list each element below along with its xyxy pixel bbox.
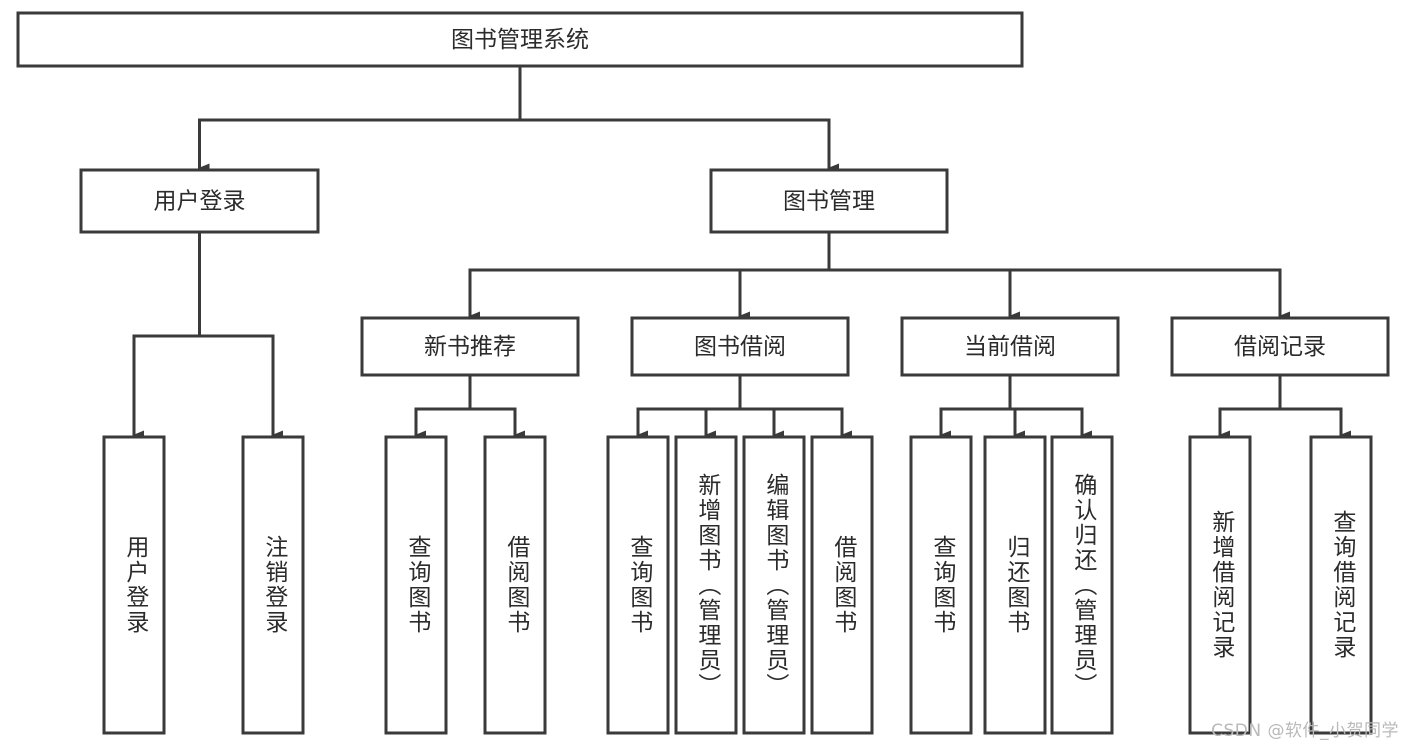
leaf-node-box-1[interactable] (241, 435, 305, 735)
level3-node-box-3[interactable] (1170, 316, 1390, 377)
level2-node-label-1: 图书管理 (783, 189, 875, 215)
leaf-node-box-12[interactable] (1309, 435, 1373, 735)
level3-node-box-1[interactable] (630, 316, 850, 377)
leaf-node-box-5[interactable] (674, 435, 738, 735)
root-node-label: 图书管理系统 (451, 27, 589, 53)
level3-node-label-1: 图书借阅 (694, 334, 786, 360)
level3-node-box-2[interactable] (900, 316, 1120, 377)
leaf-node-box-4[interactable] (606, 435, 670, 735)
node-boxes (16, 11, 1390, 735)
leaf-node-box-8[interactable] (909, 435, 973, 735)
level2-node-box-1[interactable] (709, 168, 949, 234)
leaf-node-box-9[interactable] (983, 435, 1047, 735)
level2-node-box-0[interactable] (79, 168, 320, 234)
level3-node-box-0[interactable] (360, 316, 580, 377)
leaf-node-box-7[interactable] (810, 435, 874, 735)
leaf-node-box-2[interactable] (384, 435, 448, 735)
watermark: CSDN @软件_小贺同学 (1211, 721, 1399, 741)
leaf-node-box-6[interactable] (742, 435, 806, 735)
level3-node-label-0: 新书推荐 (424, 334, 516, 360)
leaf-node-box-10[interactable] (1050, 435, 1114, 735)
leaf-node-box-3[interactable] (483, 435, 547, 735)
connector-lines (132, 64, 1351, 440)
root-node-box[interactable] (16, 11, 1024, 68)
level3-node-label-2: 当前借阅 (964, 334, 1056, 360)
level2-node-label-0: 用户登录 (154, 189, 246, 215)
level3-node-label-3: 借阅记录 (1234, 334, 1326, 360)
leaf-node-box-11[interactable] (1188, 435, 1252, 735)
leaf-node-box-0[interactable] (102, 435, 166, 735)
